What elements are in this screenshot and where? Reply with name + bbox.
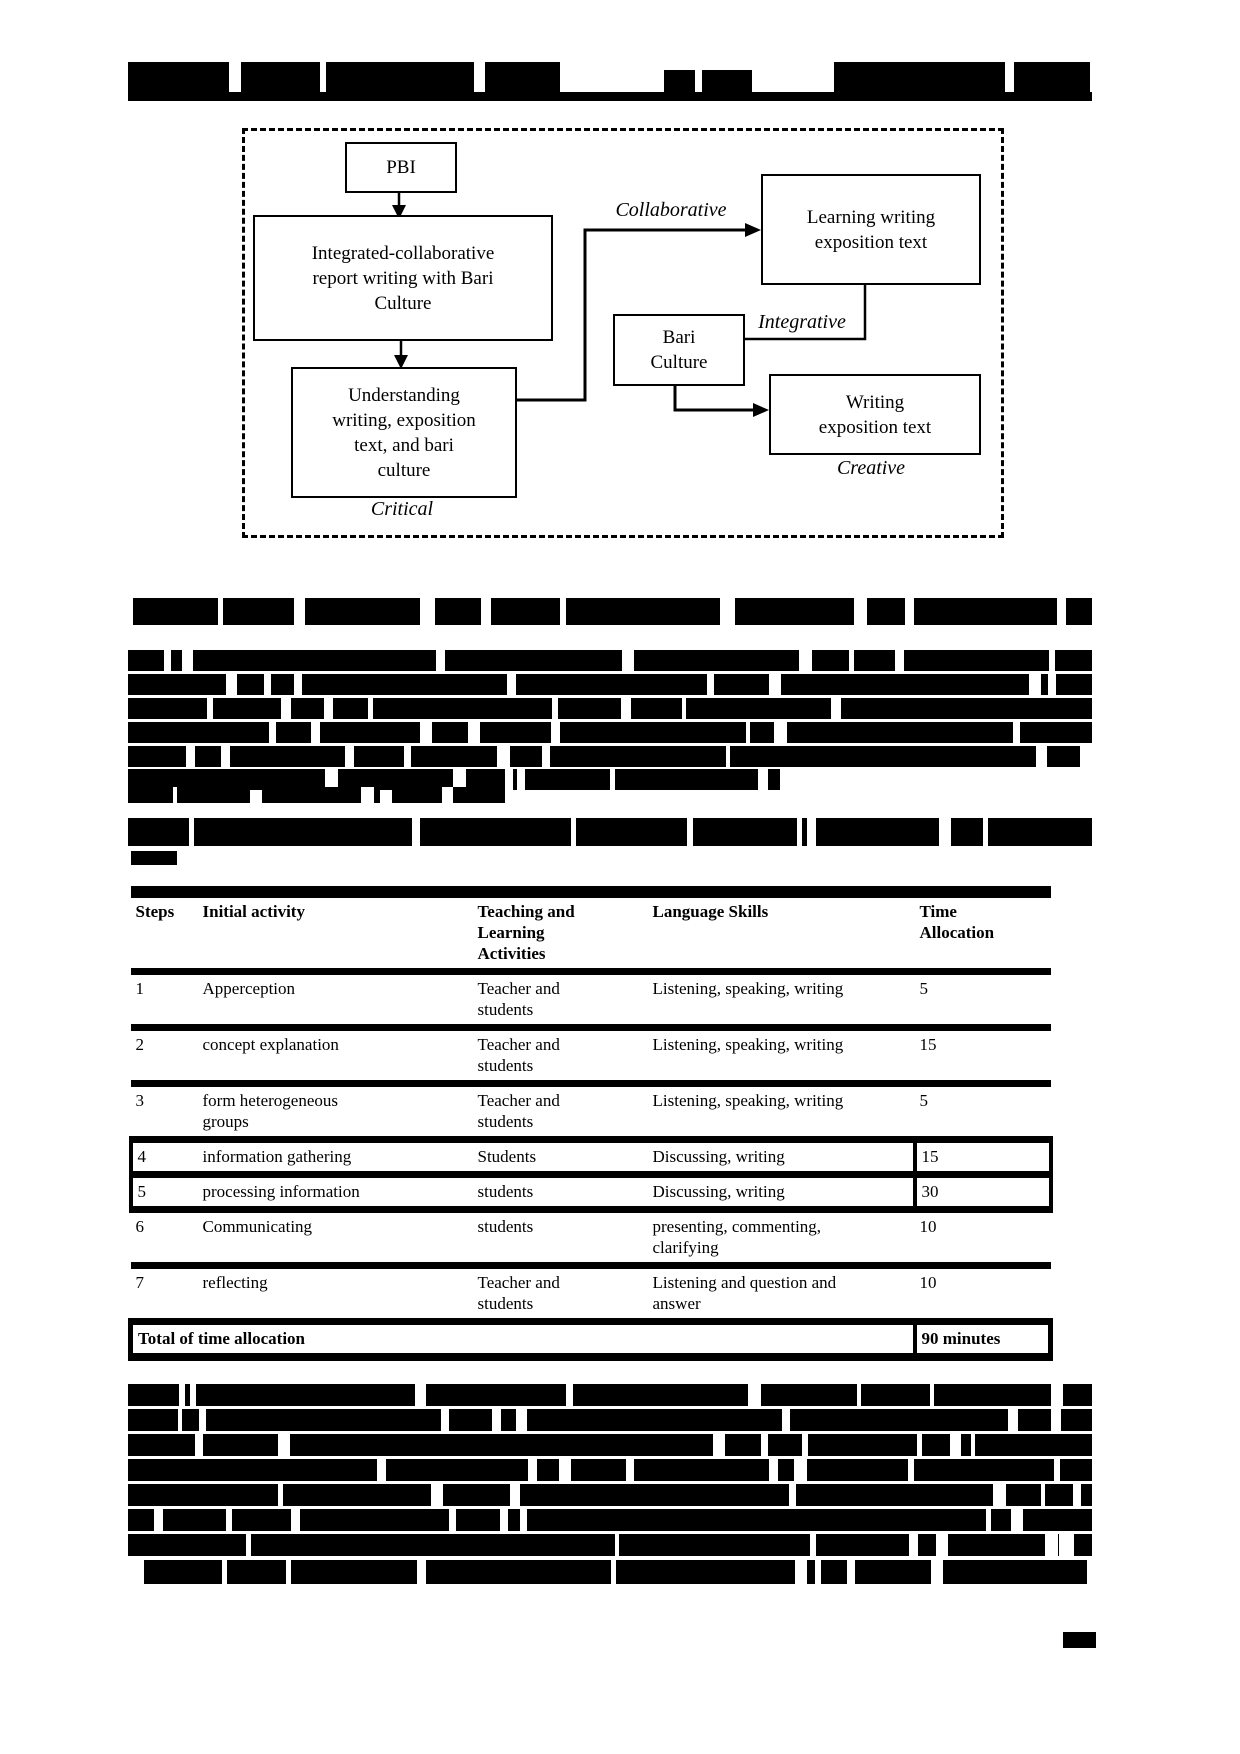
redacted-journal-header [834, 62, 1090, 92]
node-writing-exposition: Writing exposition text [769, 374, 981, 455]
col-header-activities: Teaching and Learning Activities [477, 902, 575, 963]
redacted-section-heading [735, 598, 1092, 625]
redacted-page-number [1063, 1632, 1096, 1648]
table-cell: Teacher and students [477, 1035, 560, 1075]
label-critical: Critical [370, 498, 434, 520]
table-cell: Apperception [202, 979, 296, 998]
col-header-skills: Language Skills [652, 902, 769, 921]
col-header-time: Time Allocation [919, 902, 995, 942]
table-cell: Discussing, writing [652, 1182, 785, 1201]
redacted-section-heading [435, 598, 720, 625]
node-learning-label: Learning writing exposition text [806, 206, 936, 253]
col-header-initial: Initial activity [202, 902, 305, 921]
redacted-paragraph-1 [128, 769, 780, 790]
redacted-paragraph-2 [144, 1560, 1087, 1584]
label-integrative: Integrative [758, 311, 846, 333]
redacted-paragraph-1 [128, 787, 250, 803]
table-total-row: Total of time allocation 90 minutes [128, 1321, 1053, 1357]
table-cell: students [477, 1217, 534, 1236]
total-value: 90 minutes [912, 1321, 1053, 1357]
table-cell: processing information [202, 1182, 360, 1201]
redacted-paragraph-2 [128, 1484, 1092, 1506]
table-cell: Teacher and students [477, 979, 560, 1019]
table-row: 1 Apperception Teacher and students Listeni… [130, 972, 1051, 1028]
node-understanding-writing: Understanding writing, exposition text, … [291, 367, 517, 498]
table-cell: students [477, 1182, 534, 1201]
table-cell: 5 [128, 1174, 198, 1210]
table-cell: 1 [135, 979, 145, 998]
redacted-section-heading [133, 598, 420, 625]
redacted-paragraph-2 [128, 1434, 1092, 1456]
table-cell: 15 [919, 1035, 937, 1054]
redacted-paragraph-2 [128, 1384, 1092, 1406]
node-pbi: PBI [345, 142, 457, 193]
node-bari-culture: Bari Culture [613, 314, 745, 386]
table-cell: Listening and question and answer [652, 1273, 837, 1313]
table-cell: reflecting [202, 1273, 268, 1292]
redacted-paragraph-1 [128, 650, 1092, 671]
table-cell: 5 [919, 1091, 929, 1110]
node-learning-writing-exposition: Learning writing exposition text [761, 174, 981, 285]
table-cell: 10 [919, 1273, 937, 1292]
table-cell: Listening, speaking, writing [652, 979, 844, 998]
redacted-paragraph-2 [128, 1459, 1092, 1481]
node-bari-label: Bari Culture [650, 327, 708, 373]
table-cell: form heterogeneous groups [202, 1091, 338, 1131]
table-cell: Listening, speaking, writing [652, 1091, 844, 1110]
table-row: 3 form heterogeneous groups Teacher and st… [130, 1084, 1051, 1140]
table-cell: Teacher and students [477, 1273, 560, 1313]
redacted-paragraph-1 [128, 674, 1092, 695]
redacted-paragraph-1 [262, 787, 380, 803]
table-cell: Students [477, 1147, 537, 1166]
table-cell: Communicating [202, 1217, 313, 1236]
redacted-paragraph-2 [128, 1509, 1092, 1531]
table-cell: 2 [135, 1035, 145, 1054]
table-cell: 3 [135, 1091, 145, 1110]
table-cell: 4 [128, 1139, 198, 1175]
figure-connector-lines [392, 189, 867, 417]
redacted-table-caption [128, 818, 1092, 846]
table-cell: 30 [912, 1174, 1053, 1210]
node-integrated-label: Integrated-collaborative report writing … [311, 242, 495, 314]
redacted-journal-header [128, 62, 560, 92]
figure-framework-diagram: PBI Integrated-collaborative report writ… [242, 128, 1004, 538]
node-understanding-label: Understanding writing, exposition text, … [332, 384, 476, 481]
redacted-paragraph-1 [392, 787, 505, 803]
table-cell: 15 [912, 1139, 1053, 1175]
redacted-paragraph-2 [128, 1409, 1092, 1431]
col-header-steps: Steps [135, 902, 175, 921]
table-cell: Listening, speaking, writing [652, 1035, 844, 1054]
redacted-paragraph-1 [128, 746, 1080, 767]
redacted-table-caption [131, 851, 177, 865]
table-row: 6 Communicating students presenting, commen… [130, 1210, 1051, 1266]
table-header-row: Steps Initial activity Teaching and Lear… [130, 892, 1051, 972]
table-cell: information gathering [202, 1147, 352, 1166]
redacted-paragraph-1 [128, 722, 1092, 743]
table-cell: Discussing, writing [652, 1147, 785, 1166]
table-cell: 6 [135, 1217, 145, 1236]
redacted-paragraph-1 [128, 698, 1092, 719]
redacted-journal-header [664, 70, 752, 92]
node-pbi-label: PBI [386, 157, 416, 178]
node-writing-label: Writing exposition text [818, 391, 932, 438]
redacted-paragraph-2 [128, 1534, 1092, 1556]
table-cell: Teacher and students [477, 1091, 560, 1131]
lesson-steps-table: Steps Initial activity Teaching and Lear… [128, 886, 1053, 1361]
table-cell: presenting, commenting, clarifying [652, 1217, 822, 1257]
table-row: 7 reflecting Teacher and students Listening… [130, 1266, 1051, 1322]
node-integrated-collaborative-report: Integrated-collaborative report writing … [253, 215, 553, 341]
redacted-header-rule [128, 92, 1092, 101]
table-cell: concept explanation [202, 1035, 339, 1054]
table-cell: 7 [135, 1273, 145, 1292]
label-creative: Creative [836, 457, 906, 479]
table-row: 2 concept explanation Teacher and students… [130, 1028, 1051, 1084]
table-cell: 10 [919, 1217, 937, 1236]
table-cell: 5 [919, 979, 929, 998]
total-label: Total of time allocation [128, 1321, 915, 1357]
label-collaborative: Collaborative [615, 199, 727, 221]
